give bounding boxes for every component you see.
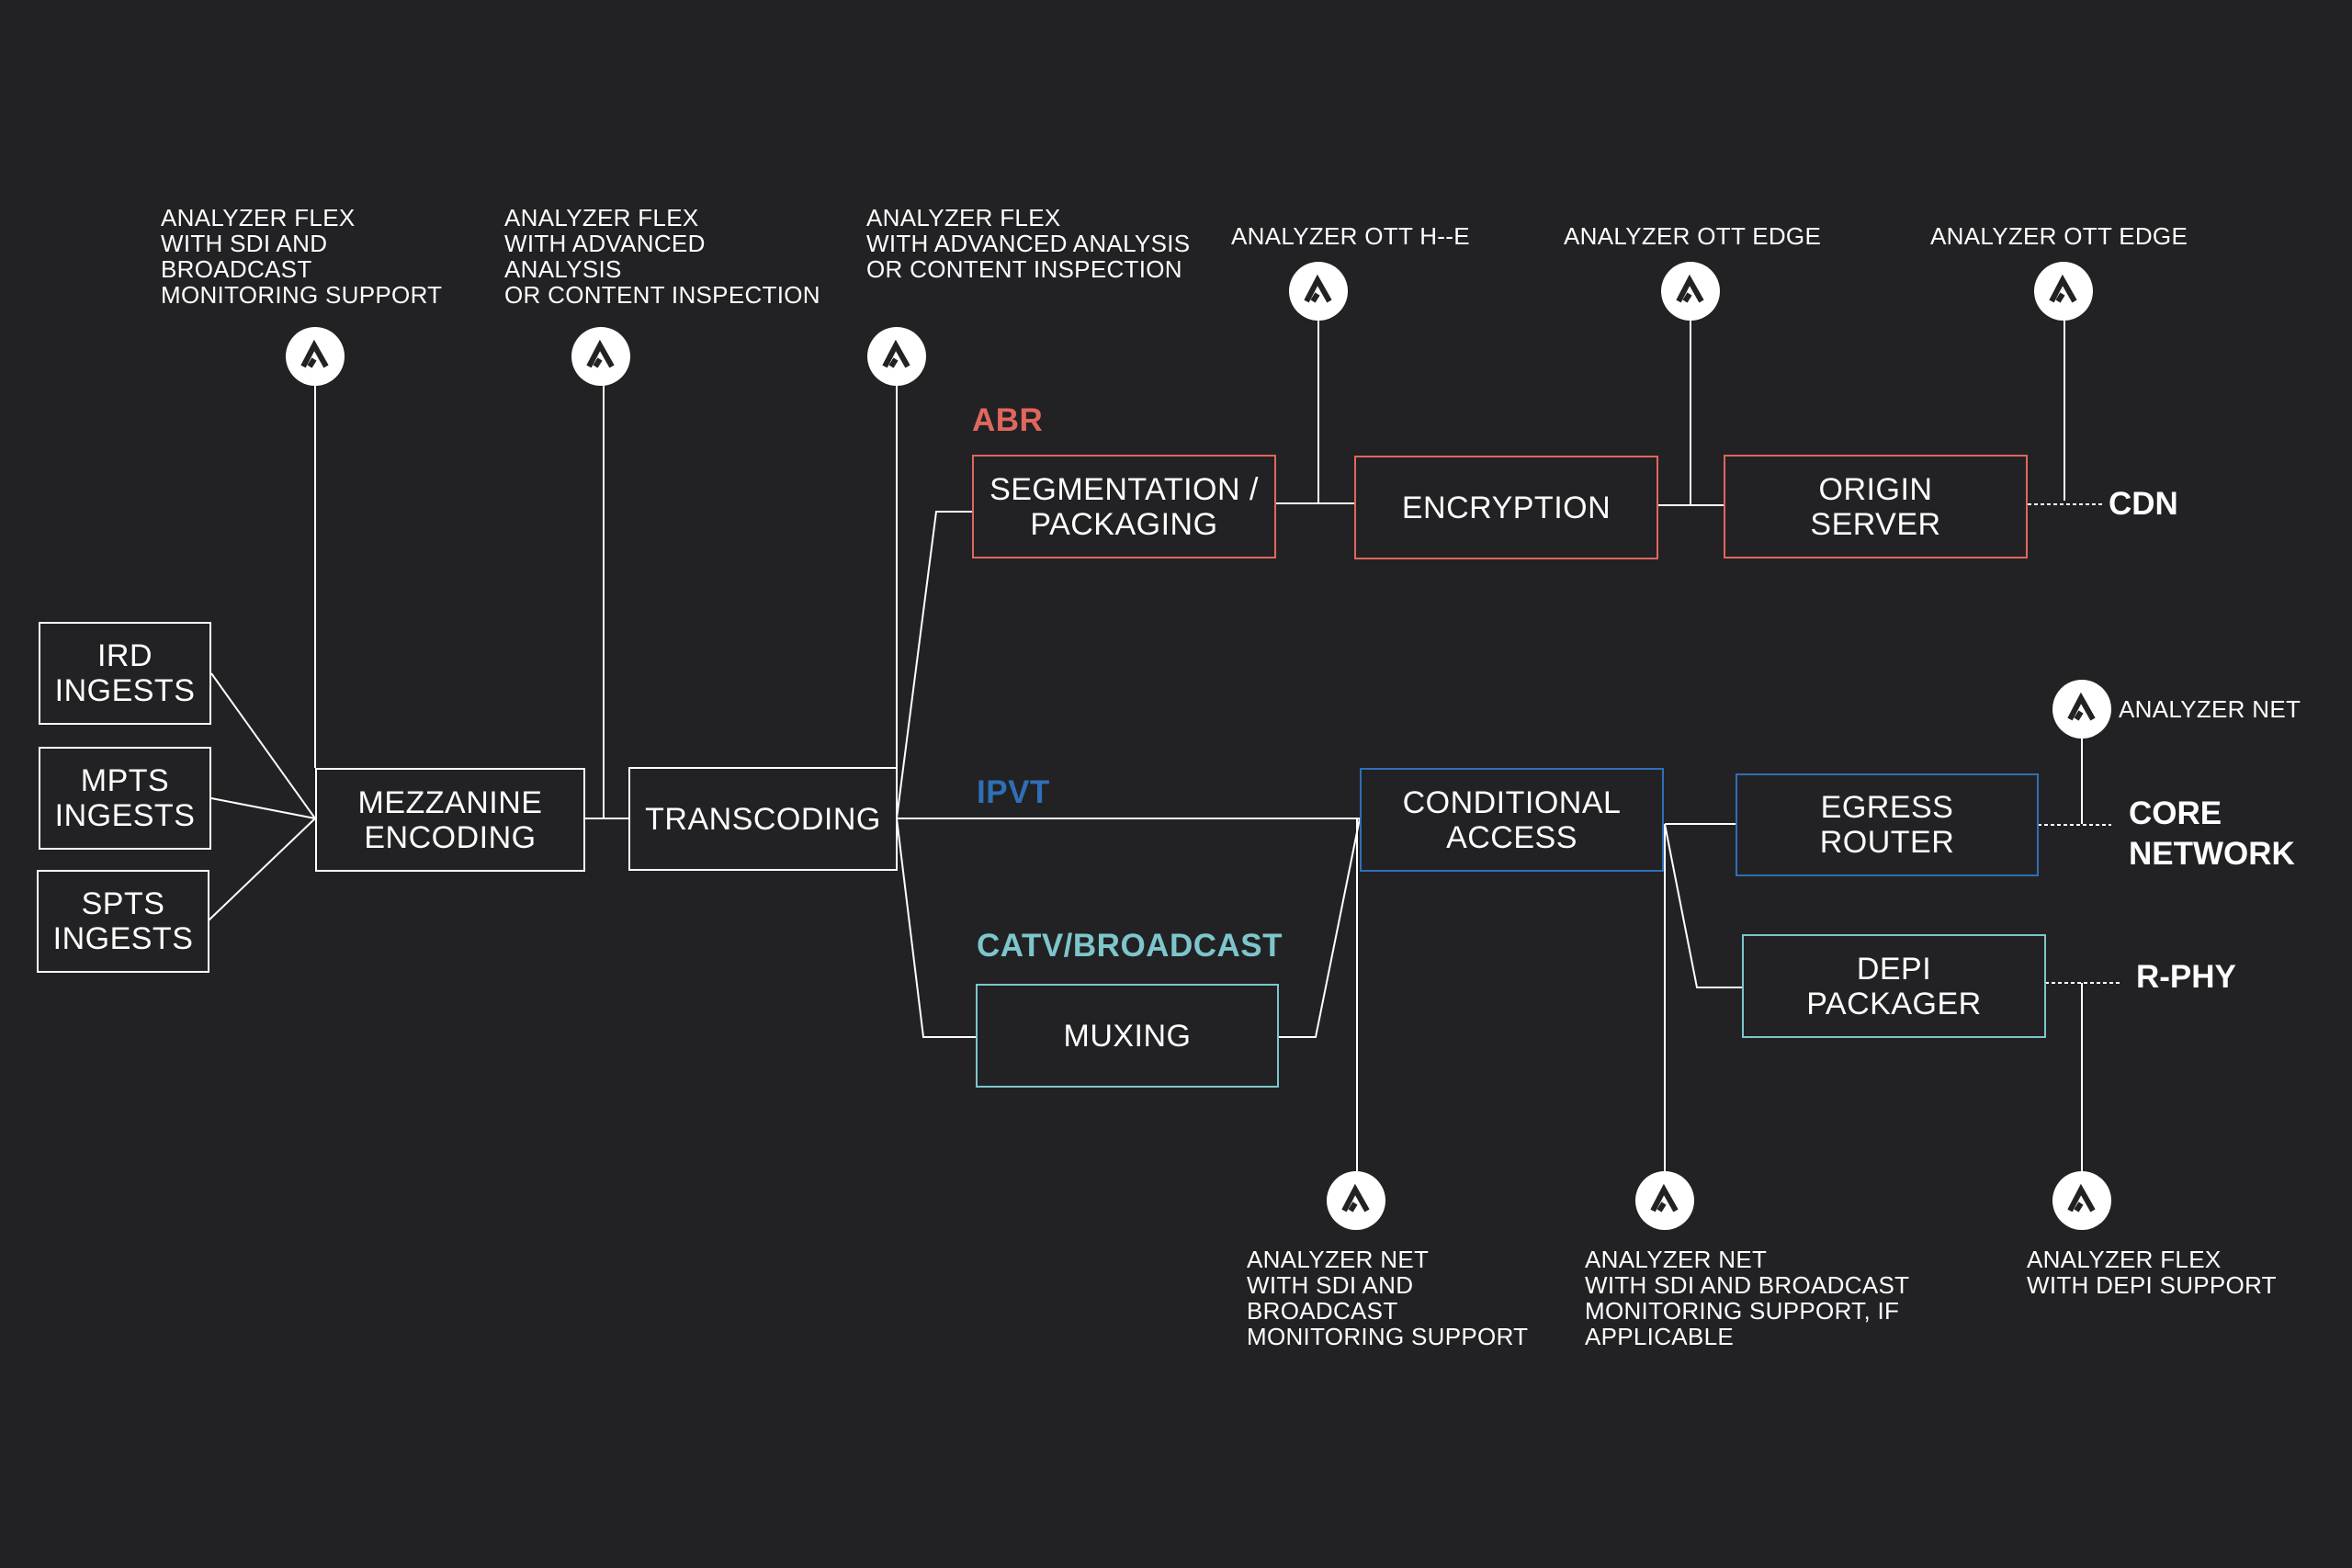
category-abr: ABR [972, 402, 1044, 438]
mezzanine-encoding-label: MEZZANINE ENCODING [357, 784, 543, 855]
spts-ingests-box: SPTS INGESTS [37, 870, 209, 973]
analyzer-logo-icon[interactable] [571, 327, 630, 386]
encryption-box: ENCRYPTION [1354, 456, 1658, 559]
analyzer-logo-icon[interactable] [867, 327, 926, 386]
analyzer-logo-icon[interactable] [1661, 262, 1720, 321]
probe-caption: ANALYZER OTT EDGE [1564, 222, 1822, 250]
ird-ingests-box: IRD INGESTS [39, 622, 211, 725]
probe-caption: ANALYZER FLEX WITH ADVANCED ANALYSIS OR … [866, 204, 1191, 283]
origin-server-box: ORIGIN SERVER [1724, 455, 2028, 558]
probe-caption: ANALYZER FLEX WITH DEPI SUPPORT [2027, 1246, 2277, 1299]
probe-caption: ANALYZER NET WITH SDI AND BROADCAST MONI… [1247, 1246, 1529, 1350]
transcoding-label: TRANSCODING [645, 801, 881, 837]
category-ipvt: IPVT [977, 774, 1050, 810]
probe-caption: ANALYZER FLEX WITH ADVANCED ANALYSIS OR … [504, 204, 820, 309]
analyzer-logo-icon[interactable] [2034, 262, 2093, 321]
category-catv-broadcast: CATV/BROADCAST [977, 928, 1283, 964]
origin-server-label: ORIGIN SERVER [1810, 471, 1941, 542]
probe-caption: ANALYZER NET WITH SDI AND BROADCAST MONI… [1585, 1246, 1910, 1350]
analyzer-logo-icon[interactable] [2052, 1171, 2111, 1230]
analyzer-logo-icon[interactable] [1635, 1171, 1694, 1230]
conditional-access-box: CONDITIONAL ACCESS [1360, 768, 1664, 872]
analyzer-logo-icon[interactable] [286, 327, 345, 386]
endpoint-core-network: CORE NETWORK [2129, 795, 2295, 872]
transcoding-box: TRANSCODING [628, 767, 898, 871]
egress-router-label: EGRESS ROUTER [1819, 790, 1955, 860]
encryption-label: ENCRYPTION [1401, 490, 1611, 525]
conditional-access-label: CONDITIONAL ACCESS [1402, 784, 1622, 855]
spts-ingests-label: SPTS INGESTS [52, 886, 194, 956]
muxing-label: MUXING [1063, 1018, 1192, 1054]
probe-caption: ANALYZER OTT H--E [1231, 222, 1470, 250]
mezzanine-encoding-box: MEZZANINE ENCODING [315, 768, 585, 872]
probe-caption: ANALYZER OTT EDGE [1930, 222, 2188, 250]
analyzer-logo-icon[interactable] [1327, 1171, 1385, 1230]
ird-ingests-label: IRD INGESTS [54, 638, 196, 708]
mpts-ingests-label: MPTS INGESTS [54, 763, 196, 833]
mpts-ingests-box: MPTS INGESTS [39, 747, 211, 850]
probe-caption: ANALYZER NET [2119, 695, 2301, 723]
segmentation-packaging-label: SEGMENTATION / PACKAGING [989, 471, 1259, 542]
probe-caption: ANALYZER FLEX WITH SDI AND BROADCAST MON… [161, 204, 443, 309]
endpoint-r-phy: R-PHY [2136, 959, 2236, 995]
segmentation-packaging-box: SEGMENTATION / PACKAGING [972, 455, 1276, 558]
depi-packager-box: DEPI PACKAGER [1742, 934, 2046, 1038]
depi-packager-label: DEPI PACKAGER [1806, 951, 1982, 1021]
analyzer-logo-icon[interactable] [2052, 680, 2111, 739]
endpoint-cdn: CDN [2109, 486, 2178, 522]
analyzer-logo-icon[interactable] [1289, 262, 1348, 321]
egress-router-box: EGRESS ROUTER [1736, 773, 2039, 876]
muxing-box: MUXING [976, 984, 1279, 1088]
